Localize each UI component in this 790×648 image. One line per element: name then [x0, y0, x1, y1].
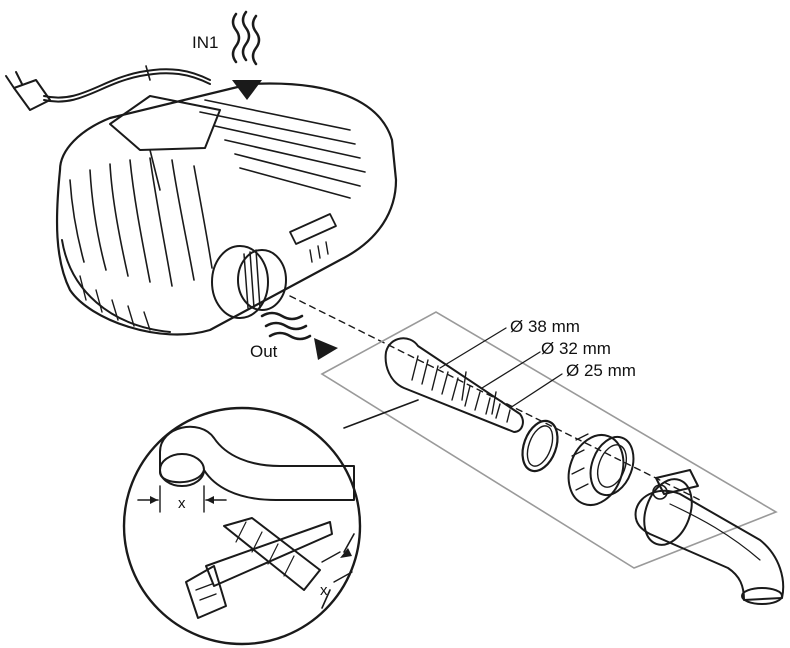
stepped-hose-adapter [384, 337, 524, 433]
power-plug [5, 71, 51, 111]
o-ring-seal [521, 419, 559, 473]
pump-housing [55, 82, 398, 336]
connection-axis-dashed [289, 295, 701, 501]
garden-hose [634, 489, 785, 605]
union-nut [567, 433, 635, 506]
inlet-flow-arrow [231, 10, 262, 100]
parts-panel [320, 311, 778, 569]
hose-clamp [643, 469, 699, 546]
pump-outlet-nozzle [211, 245, 287, 319]
outlet-label: Out [250, 342, 278, 361]
diameter-leader-lines [439, 327, 563, 409]
detail-inset [122, 399, 419, 646]
power-cable [43, 65, 211, 103]
diameter-32-label: Ø 32 mm [541, 339, 611, 358]
outlet-flow-arrow [260, 311, 338, 360]
adapter-cut-width-label: x [320, 582, 328, 599]
hose-cut-width-label: x [178, 495, 186, 512]
diameter-38-label: Ø 38 mm [510, 317, 580, 336]
diameter-25-label: Ø 25 mm [566, 361, 636, 380]
inlet-label: IN1 [192, 33, 219, 52]
